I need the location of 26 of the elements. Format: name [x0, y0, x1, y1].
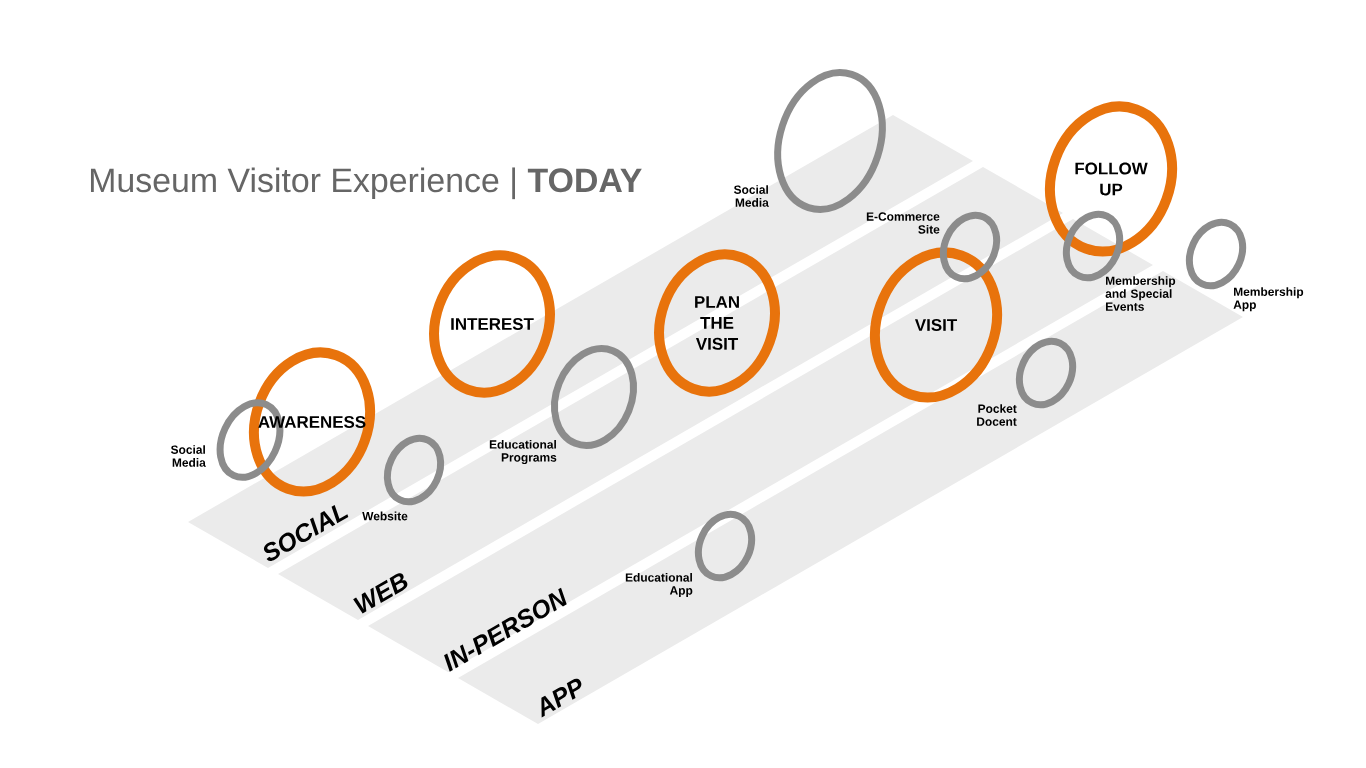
channel-label: Membership App: [1233, 287, 1304, 312]
stage-label: INTEREST: [451, 318, 534, 330]
channel-ring: [939, 211, 1001, 283]
channel-label: E-Commerce Site: [866, 212, 940, 234]
channel-label: Website: [362, 511, 408, 521]
channel-label: Pocket Docent: [977, 404, 1017, 426]
channel-label: Educational Programs: [489, 439, 557, 465]
channel-ring: [694, 510, 756, 582]
stage-label: FOLLOW UP: [1075, 162, 1148, 196]
lane-label: WEB: [353, 573, 408, 614]
stage-label: PLAN THE VISIT: [695, 296, 739, 350]
stage-ring: [870, 247, 1002, 403]
channel-label: Social Media: [733, 185, 769, 207]
channel-ring: [1015, 337, 1077, 409]
channel-ring: [774, 69, 886, 213]
stage-ring: [654, 249, 780, 397]
stage-ring: [249, 347, 375, 497]
channel-label: Membership and Special Events: [1105, 276, 1176, 311]
title: Museum Visitor Experience | TODAY: [91, 167, 642, 200]
channel-label: Social Media: [170, 445, 206, 467]
lane-label: APP: [541, 678, 582, 718]
channel-ring: [383, 434, 445, 506]
stage-ring: [429, 250, 555, 398]
stage-ring: [1045, 101, 1177, 257]
stage-label: VISIT: [914, 319, 957, 331]
channel-label: Educational App: [625, 572, 693, 598]
